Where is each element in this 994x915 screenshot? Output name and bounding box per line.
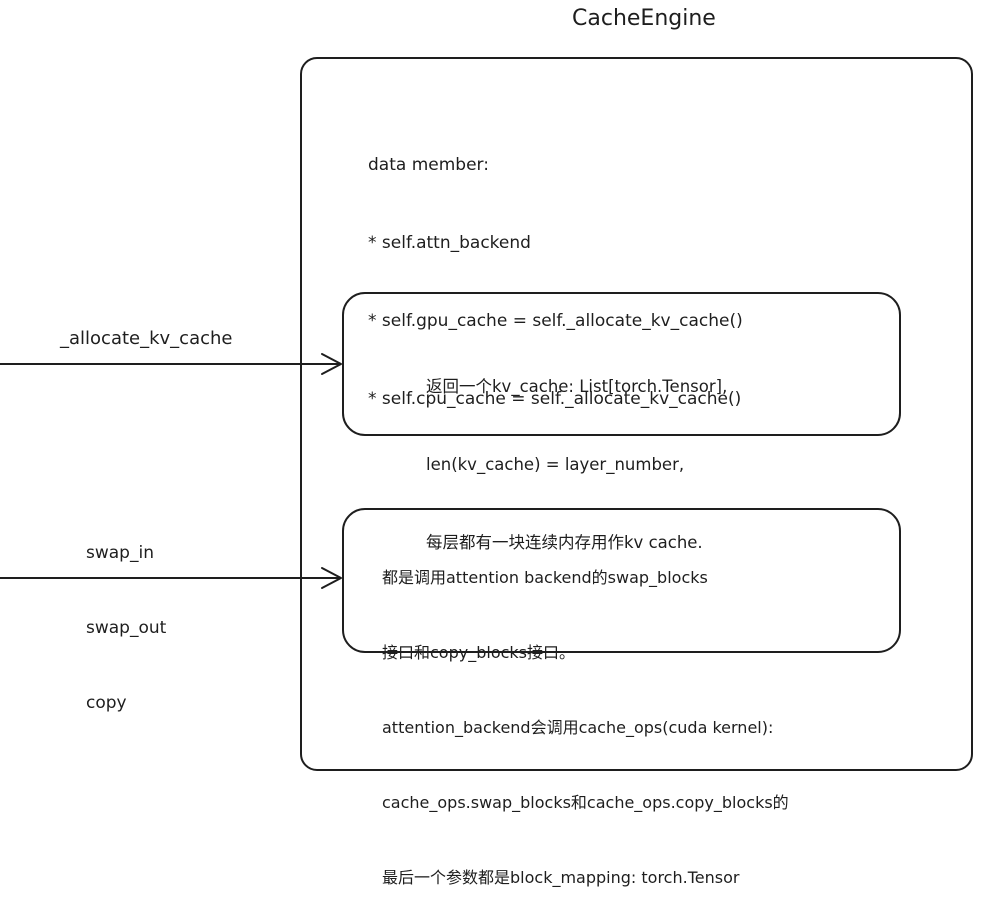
data-members-block: data member: * self.attn_backend * self.… <box>368 100 743 438</box>
allocate-arrow-label: _allocate_kv_cache <box>60 328 233 349</box>
allocate-box-line: len(kv_cache) = layer_number, <box>426 455 685 474</box>
swap-box-line: 都是调用attention backend的swap_blocks <box>382 568 708 587</box>
allocate-arrow <box>0 353 342 375</box>
cache-engine-container <box>300 57 973 771</box>
data-member-item: * self.cpu_cache = self._allocate_kv_cac… <box>368 389 742 409</box>
data-member-item: * self.attn_backend <box>368 233 531 253</box>
allocate-box-line: 返回一个kv_cache: List[torch.Tensor], <box>426 377 728 396</box>
swap-box-line: attention_backend会调用cache_ops(cuda kerne… <box>382 718 774 737</box>
swap-in-label: swap_in <box>86 543 154 563</box>
swap-copy-box <box>342 508 901 653</box>
swap-box-line: cache_ops.swap_blocks和cache_ops.copy_blo… <box>382 793 789 812</box>
swap-box-line: 接口和copy_blocks接口。 <box>382 643 576 662</box>
diagram-canvas <box>0 57 973 771</box>
allocate-box-text: 返回一个kv_cache: List[torch.Tensor], len(kv… <box>426 322 727 582</box>
diagram-title: CacheEngine <box>572 6 716 31</box>
swap-box-line: 最后一个参数都是block_mapping: torch.Tensor <box>382 868 740 887</box>
copy-label: copy <box>86 693 127 713</box>
allocate-box-line: 每层都有一块连续内存用作kv cache. <box>426 533 703 552</box>
swap-out-label: swap_out <box>86 618 167 638</box>
allocate-kv-cache-box <box>342 292 901 436</box>
data-member-item: * self.gpu_cache = self._allocate_kv_cac… <box>368 311 743 331</box>
swap-arrow-labels: swap_in swap_out copy <box>86 491 166 741</box>
swap-copy-arrow <box>0 567 342 589</box>
swap-box-text: 都是调用attention backend的swap_blocks 接口和cop… <box>382 515 789 915</box>
data-members-heading: data member: <box>368 155 489 175</box>
